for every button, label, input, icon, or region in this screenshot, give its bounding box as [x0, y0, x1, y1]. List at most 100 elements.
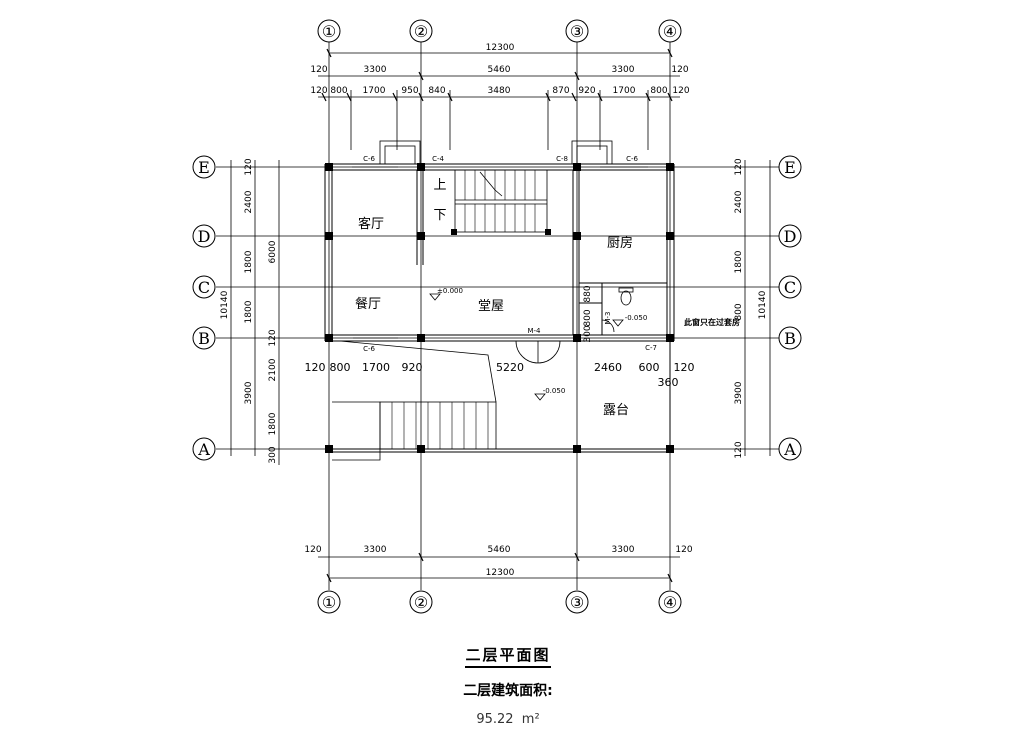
- room-dining: 餐厅: [355, 296, 381, 312]
- label-c6-3: C-6: [363, 345, 375, 353]
- axis-row-e-right: E: [784, 158, 796, 177]
- axis-col-2: ②: [414, 22, 428, 41]
- dim-top2-9: 800: [650, 86, 667, 96]
- dim-top2-4: 840: [428, 86, 445, 96]
- dim-left-7: 300: [268, 446, 278, 463]
- drawing-title-text: 二层平面图: [465, 646, 551, 668]
- room-terrace: 露台: [603, 403, 629, 418]
- dim-top2-0: 120: [310, 86, 327, 96]
- dim-inner-5: 2460: [594, 361, 622, 374]
- dim-bottom-0: 120: [304, 545, 321, 555]
- dim-left-2: 1800: [244, 250, 254, 273]
- axis-row-c-right: C: [784, 278, 796, 297]
- dim-right-0: 120: [734, 158, 744, 175]
- floor-plan-drawing: ① ② ③ ④ ① ② ③ ④ E D C B A E D C B A: [192, 19, 802, 614]
- dim-left-6: 1800: [268, 412, 278, 435]
- dim-left-0: 120: [244, 158, 254, 175]
- opening-labels: C-6 C-4 C-8 C-6 C-6 M-4 C-7 M-3 ±0.000 -…: [363, 155, 740, 395]
- dim-inner-0: 120: [305, 361, 326, 374]
- dim-bottom-2: 5460: [488, 545, 511, 555]
- dim-top2-8: 1700: [613, 86, 636, 96]
- dim-top2-2: 1700: [363, 86, 386, 96]
- axis-bubbles-bottom: ① ② ③ ④: [317, 590, 682, 614]
- axis-bubbles-top: ① ② ③ ④: [317, 19, 682, 43]
- axis-row-a: A: [197, 440, 210, 459]
- dim-bottom-4: 120: [675, 545, 692, 555]
- dim-right-4: 3900: [734, 381, 744, 404]
- dim-right-5: 120: [734, 441, 744, 458]
- axis-row-d: D: [198, 227, 211, 246]
- dim-bottom-total: 12300: [486, 568, 515, 578]
- axis-row-a-right: A: [783, 440, 796, 459]
- dim-top1-4: 120: [671, 65, 688, 75]
- dim-top-total: 12300: [486, 43, 515, 53]
- axis-col-4: ④: [663, 22, 677, 41]
- room-hall: 堂屋: [478, 299, 504, 314]
- axis-row-b: B: [198, 329, 210, 348]
- left-dimensions: 120 2400 1800 1800 120 2100 1800 300 600…: [220, 158, 278, 463]
- room-living: 客厅: [358, 216, 384, 232]
- label-m4: M-4: [527, 327, 541, 335]
- window-note: 此窗只在过套房: [684, 317, 740, 327]
- dim-left-lower: 3900: [244, 381, 254, 404]
- dim-right-2: 1800: [734, 250, 744, 273]
- axis-col-4-bottom: ④: [663, 593, 677, 612]
- axis-col-1-bottom: ①: [322, 593, 336, 612]
- area-unit: m²: [521, 712, 540, 727]
- right-dimensions: 120 2400 1800 800 3900 120 10140: [734, 158, 768, 458]
- label-c8: C-8: [556, 155, 568, 163]
- dim-inner-extra: 360: [658, 376, 679, 389]
- dim-left-total: 10140: [220, 290, 230, 319]
- room-labels: 客厅 餐厅 堂屋 厨房 露台 上 下: [355, 178, 633, 418]
- dim-inner-2: 1700: [362, 361, 390, 374]
- axis-bubbles-rows: E D C B A E D C B A: [192, 155, 802, 461]
- axis-col-3: ③: [570, 22, 584, 41]
- dim-top2-5: 3480: [488, 86, 511, 96]
- dim-toilet-0: 880: [583, 285, 593, 302]
- dim-left-1: 2400: [244, 190, 254, 213]
- elev-hall: ±0.000: [437, 287, 463, 295]
- dim-inner-7: 120: [674, 361, 695, 374]
- bottom-dimensions: 120 3300 5460 3300 120 12300: [304, 545, 692, 578]
- area-value: 95.22: [476, 712, 514, 727]
- area-label: 二层建筑面积:: [463, 683, 553, 699]
- axis-col-1: ①: [322, 22, 336, 41]
- dim-left-4: 120: [268, 329, 278, 346]
- dim-top1-3: 3300: [612, 65, 635, 75]
- dim-inner-6: 600: [639, 361, 660, 374]
- stair-up: 上: [433, 178, 446, 193]
- drawing-title: 二层平面图: [0, 644, 1016, 668]
- dim-top1-1: 3300: [364, 65, 387, 75]
- dim-toilet-1: 800: [583, 309, 593, 326]
- dim-left-mid: 6000: [268, 240, 278, 263]
- dim-top2-1: 800: [330, 86, 347, 96]
- axis-row-b-right: B: [784, 329, 796, 348]
- elev-terrace: -0.050: [543, 387, 566, 395]
- label-c6-1: C-6: [363, 155, 375, 163]
- axis-col-2-bottom: ②: [414, 593, 428, 612]
- stair-down: 下: [433, 208, 446, 223]
- dim-top1-2: 5460: [488, 65, 511, 75]
- dim-top1-0: 120: [310, 65, 327, 75]
- inner-dimensions: 120 800 1700 920 5220 2460 600 120 360 8…: [305, 285, 695, 389]
- axis-row-e: E: [198, 158, 210, 177]
- dim-left-5: 2100: [268, 358, 278, 381]
- room-kitchen: 厨房: [607, 235, 633, 251]
- top-dimensions: 12300 120 3300 5460 3300 120 120 800 170…: [310, 43, 689, 96]
- area-value-line: 95.22 m²: [0, 712, 1016, 727]
- dim-inner-1: 800: [330, 361, 351, 374]
- dim-top2-3: 950: [401, 86, 418, 96]
- dim-right-1: 2400: [734, 190, 744, 213]
- dim-right-3: 800: [734, 303, 744, 320]
- dim-inner-4: 5220: [496, 361, 524, 374]
- label-c7: C-7: [645, 344, 657, 352]
- dim-top2-6: 870: [552, 86, 569, 96]
- label-c4: C-4: [432, 155, 444, 163]
- dim-toilet-2: 300: [583, 325, 593, 342]
- axis-row-c: C: [198, 278, 210, 297]
- dim-top2-7: 920: [578, 86, 595, 96]
- dim-right-total: 10140: [758, 290, 768, 319]
- label-m3: M-3: [604, 311, 612, 324]
- dim-bottom-3: 3300: [612, 545, 635, 555]
- axis-row-d-right: D: [784, 227, 797, 246]
